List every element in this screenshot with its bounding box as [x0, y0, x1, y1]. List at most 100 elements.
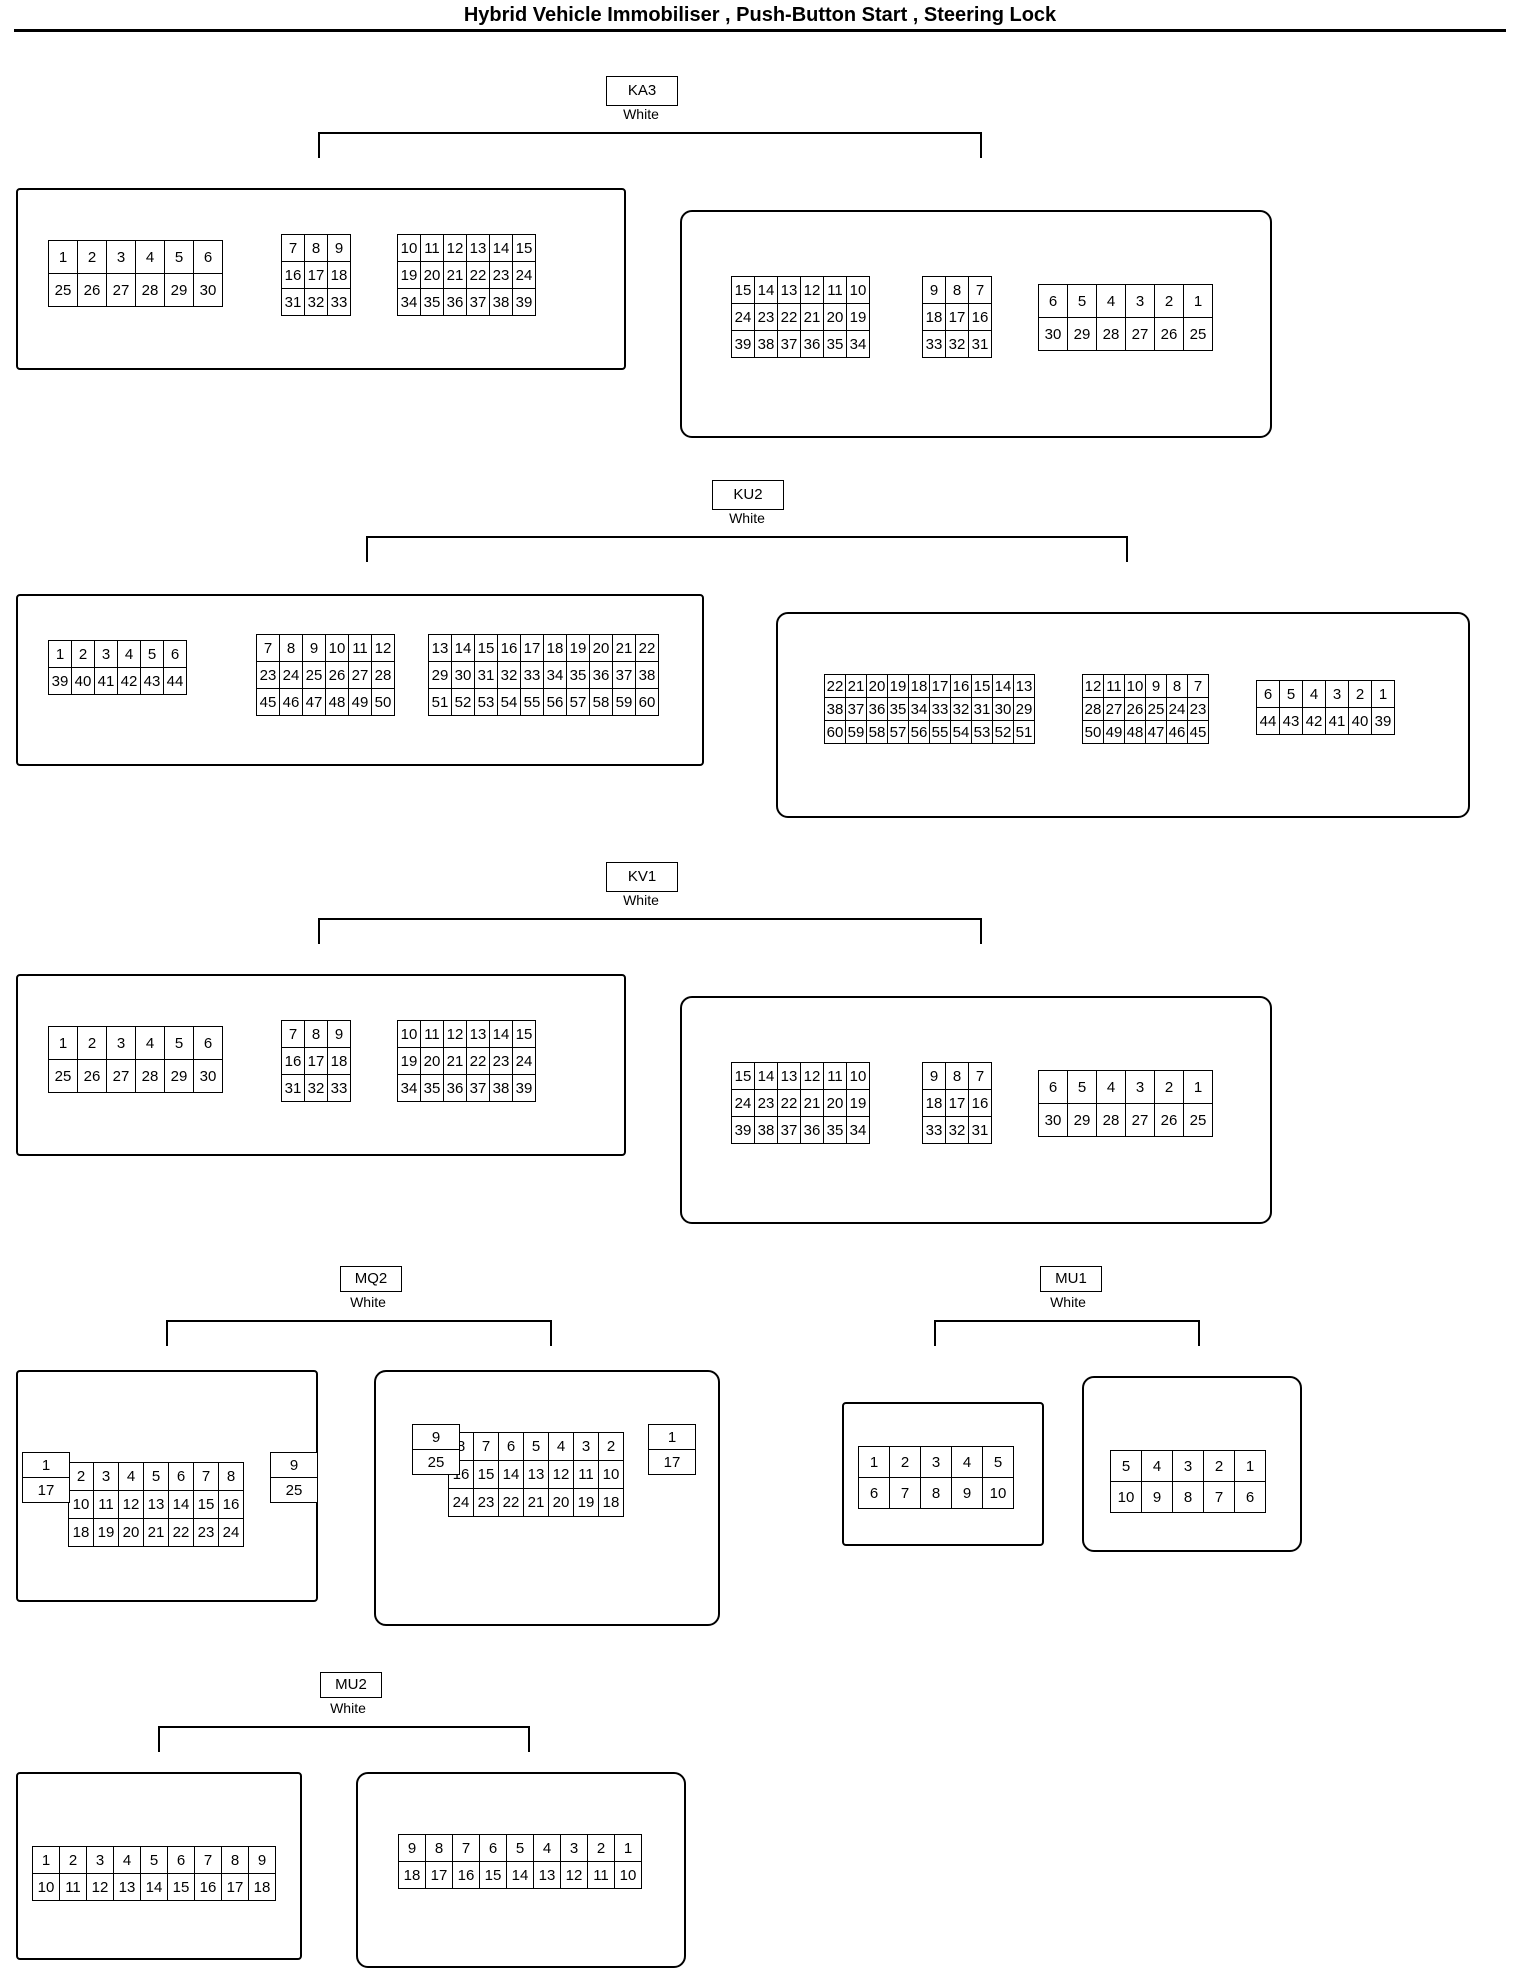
pin-cell: 3 [1325, 680, 1349, 708]
pin-cell: 22 [466, 261, 490, 289]
pin-cell: 7 [968, 276, 992, 304]
pin-cell: 28 [135, 1059, 165, 1093]
pin-cell: 20 [866, 674, 888, 698]
pin-cell: 39 [1371, 707, 1395, 735]
pin-cell: 29 [428, 661, 452, 689]
pin-cell: 22 [498, 1488, 524, 1517]
pin-cell: 8 [1166, 674, 1188, 698]
pin-cell: 31 [281, 288, 305, 316]
pin-cell: 5 [164, 240, 194, 274]
connector-label: KU2 [712, 480, 784, 510]
pin-cell: 9 [398, 1834, 426, 1862]
pin-cell: 14 [489, 234, 513, 262]
pin-cell: 23 [473, 1488, 499, 1517]
connector-label: MU1 [1040, 1266, 1102, 1292]
pin-cell: 38 [754, 330, 778, 358]
connector-label: MU2 [320, 1672, 382, 1698]
pin-cell: 25 [48, 1059, 78, 1093]
pin-cell: 1 [22, 1452, 70, 1478]
pin-cell: 15 [193, 1490, 219, 1519]
pin-cell: 10 [397, 1020, 421, 1048]
pin-cell: 53 [474, 688, 498, 716]
pin-cell: 8 [920, 1477, 952, 1509]
pin-cell: 45 [256, 688, 280, 716]
pin-cell: 5 [1279, 680, 1303, 708]
pin-cell: 12 [800, 1062, 824, 1090]
connector-color: White [623, 892, 659, 908]
pin-cell: 17 [929, 674, 951, 698]
pin-cell: 6 [193, 1026, 223, 1060]
pin-cell: 28 [1082, 697, 1104, 721]
pin-cell: 16 [281, 261, 305, 289]
pin-cell: 7 [281, 1020, 305, 1048]
pin-cell: 38 [489, 1074, 513, 1102]
pin-cell: 15 [512, 234, 536, 262]
pin-cell: 23 [1187, 697, 1209, 721]
pin-cell: 7 [194, 1846, 222, 1874]
pin-cell: 6 [1038, 1070, 1068, 1104]
pin-cell: 38 [489, 288, 513, 316]
pin-cell: 3 [93, 1462, 119, 1491]
pin-cell: 24 [218, 1518, 244, 1547]
pin-cell: 14 [506, 1861, 534, 1889]
pin-cell: 29 [164, 273, 194, 307]
pin-cell: 8 [304, 1020, 328, 1048]
pin-cell: 10 [397, 234, 421, 262]
pin-cell: 12 [118, 1490, 144, 1519]
pin-cell: 40 [1348, 707, 1372, 735]
pin-cell: 44 [163, 667, 187, 695]
pin-cell: 22 [824, 674, 846, 698]
pin-cell: 25 [412, 1449, 460, 1475]
pin-cell: 3 [106, 240, 136, 274]
connector-color: White [1050, 1294, 1086, 1310]
pin-cell: 25 [302, 661, 326, 689]
pin-cell: 24 [279, 661, 303, 689]
pin-cell: 29 [1067, 1103, 1097, 1137]
pin-cell: 9 [1145, 674, 1167, 698]
pin-cell: 19 [397, 1047, 421, 1075]
pin-cell: 32 [304, 1074, 328, 1102]
pin-cell: 2 [587, 1834, 615, 1862]
pin-cell: 1 [48, 640, 72, 668]
pin-cell: 28 [135, 273, 165, 307]
pin-cell: 1 [1183, 284, 1213, 318]
pin-cell: 38 [824, 697, 846, 721]
pin-cell: 20 [420, 261, 444, 289]
pin-cell: 12 [86, 1873, 114, 1901]
pin-cell: 25 [270, 1477, 318, 1503]
pin-cell: 15 [971, 674, 993, 698]
pin-cell: 26 [1154, 317, 1184, 351]
pin-cell: 27 [106, 1059, 136, 1093]
pin-cell: 25 [48, 273, 78, 307]
pin-cell: 26 [77, 1059, 107, 1093]
pin-cell: 25 [1183, 317, 1213, 351]
pin-cell: 36 [589, 661, 613, 689]
pin-cell: 1 [614, 1834, 642, 1862]
pin-cell: 22 [635, 634, 659, 662]
pin-cell: 5 [1067, 1070, 1097, 1104]
connector-bracket [318, 918, 982, 944]
pin-cell: 32 [304, 288, 328, 316]
pin-cell: 6 [168, 1462, 194, 1491]
pin-cell: 26 [1124, 697, 1146, 721]
pin-cell: 9 [248, 1846, 276, 1874]
pin-cell: 4 [117, 640, 141, 668]
connector-color: White [729, 510, 765, 526]
pin-cell: 58 [589, 688, 613, 716]
pin-cell: 25 [1183, 1103, 1213, 1137]
pin-cell: 54 [950, 720, 972, 744]
pin-cell: 17 [221, 1873, 249, 1901]
pin-cell: 24 [731, 1089, 755, 1117]
pin-cell: 48 [1124, 720, 1146, 744]
pin-cell: 13 [428, 634, 452, 662]
pin-cell: 7 [1187, 674, 1209, 698]
pin-cell: 2 [77, 1026, 107, 1060]
